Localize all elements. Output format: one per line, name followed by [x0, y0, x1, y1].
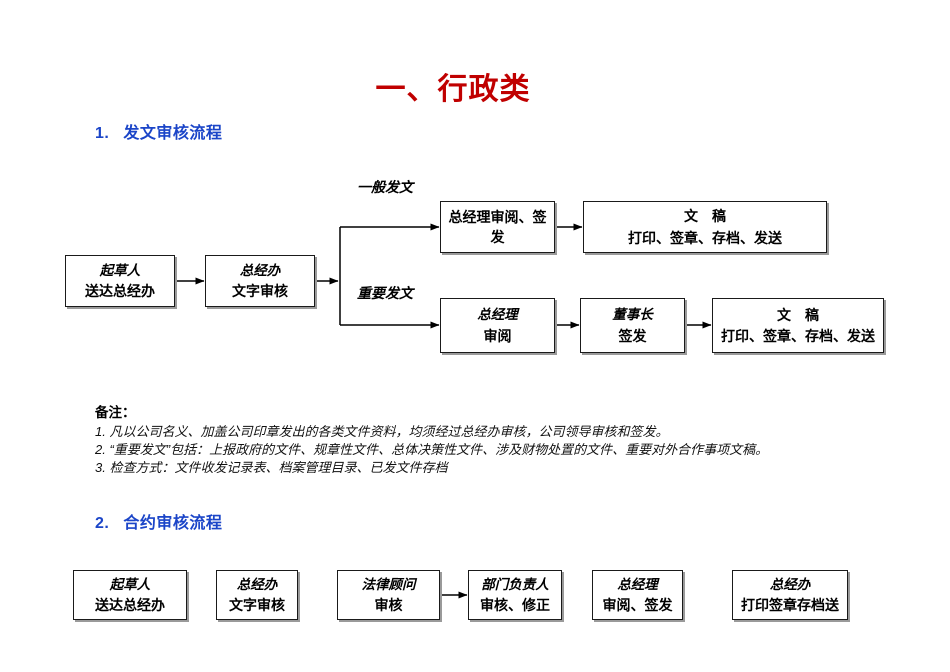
section-2-label: 合约审核流程 — [123, 515, 223, 532]
flow1-box-drafter-role: 起草人 — [99, 262, 141, 278]
flow1-box-drafter: 起草人 送达总经办 — [65, 255, 175, 307]
flow1-box-document-important-action: 打印、签章、存档、发送 — [721, 328, 875, 344]
section-2-heading: 2. 合约审核流程 — [95, 509, 222, 533]
flow2-box-dept-head: 部门负责人 审核、修正 — [468, 570, 562, 620]
section-1-number: 1. — [95, 125, 110, 142]
note-line-3: 3. 检查方式：文件收发记录表、档案管理目录、已发文件存档 — [95, 460, 448, 475]
flow1-box-chairman-action: 签发 — [618, 327, 647, 344]
flow2-box-office-action: 文字审核 — [229, 597, 285, 614]
flow2-box-office-review: 总经办 文字审核 — [216, 570, 298, 620]
flow2-box-archive-action: 打印签章存档送 — [741, 597, 839, 614]
note-line-1: 1. 凡以公司名义、加盖公司印章发出的各类文件资料，均须经过总经办审核，公司领导… — [95, 424, 669, 439]
flow2-box-legal-counsel: 法律顾问 审核 — [337, 570, 440, 620]
flow2-box-office-archive: 总经办 打印签章存档送 — [732, 570, 848, 620]
flow1-box-gm-review-sign-line2: 发 — [490, 228, 505, 245]
branch-label-general: 一般发文 — [357, 179, 413, 195]
page-title: 一、行政类 — [375, 73, 531, 106]
flow1-box-document-general-action: 打印、签章、存档、发送 — [628, 229, 782, 246]
flow2-box-dept-head-action: 审核、修正 — [480, 597, 550, 614]
flow2-box-dept-head-role: 部门负责人 — [481, 576, 549, 592]
section-1-heading: 1. 发文审核流程 — [95, 119, 222, 143]
flow2-box-drafter-role: 起草人 — [109, 576, 151, 592]
branch-label-important: 重要发文 — [357, 285, 413, 301]
flow2-box-gm-role: 总经理 — [617, 576, 658, 592]
flow2-box-archive-role: 总经办 — [769, 576, 811, 592]
flow2-box-office-role: 总经办 — [236, 576, 278, 592]
flow2-box-legal-action: 审核 — [374, 597, 403, 614]
section-2-number: 2. — [95, 515, 110, 532]
flow1-box-document-general-title: 文 稿 — [684, 208, 726, 225]
note-line-2: 2. “重要发文”包括：上报政府的文件、规章性文件、总体决策性文件、涉及财物处置… — [95, 442, 769, 457]
flow1-box-gm-review-sign: 总经理审阅、签 发 — [440, 201, 555, 253]
section-1-label: 发文审核流程 — [123, 125, 223, 142]
flow1-box-gm-action: 审阅 — [483, 327, 512, 344]
flow1-box-document-general: 文 稿 打印、签章、存档、发送 — [583, 201, 827, 253]
flow1-box-office-review: 总经办 文字审核 — [205, 255, 315, 307]
flow2-box-drafter: 起草人 送达总经办 — [73, 570, 187, 620]
flow1-box-document-important: 文 稿 打印、签章、存档、发送 — [712, 298, 884, 353]
flow1-box-chairman-sign: 董事长 签发 — [580, 298, 685, 353]
flow1-box-gm-review: 总经理 审阅 — [440, 298, 555, 353]
flow2-box-gm-action: 审阅、签发 — [602, 597, 673, 614]
flow1-box-drafter-action: 送达总经办 — [85, 283, 155, 300]
flow1-box-office-action: 文字审核 — [232, 283, 288, 300]
flow1-box-document-important-title: 文 稿 — [777, 306, 819, 323]
notes-heading: 备注： — [95, 405, 136, 420]
flow2-box-drafter-action: 送达总经办 — [95, 597, 165, 614]
flow1-box-gm-review-sign-line1: 总经理审阅、签 — [448, 209, 547, 226]
flow2-box-legal-role: 法律顾问 — [361, 576, 416, 592]
notes-block: 备注： 1. 凡以公司名义、加盖公司印章发出的各类文件资料，均须经过总经办审核，… — [95, 403, 935, 477]
flow1-box-office-role: 总经办 — [239, 262, 281, 278]
flow2-box-gm-sign: 总经理 审阅、签发 — [592, 570, 683, 620]
flow1-box-gm-role: 总经理 — [477, 307, 518, 323]
flow1-box-chairman-role: 董事长 — [612, 307, 653, 323]
